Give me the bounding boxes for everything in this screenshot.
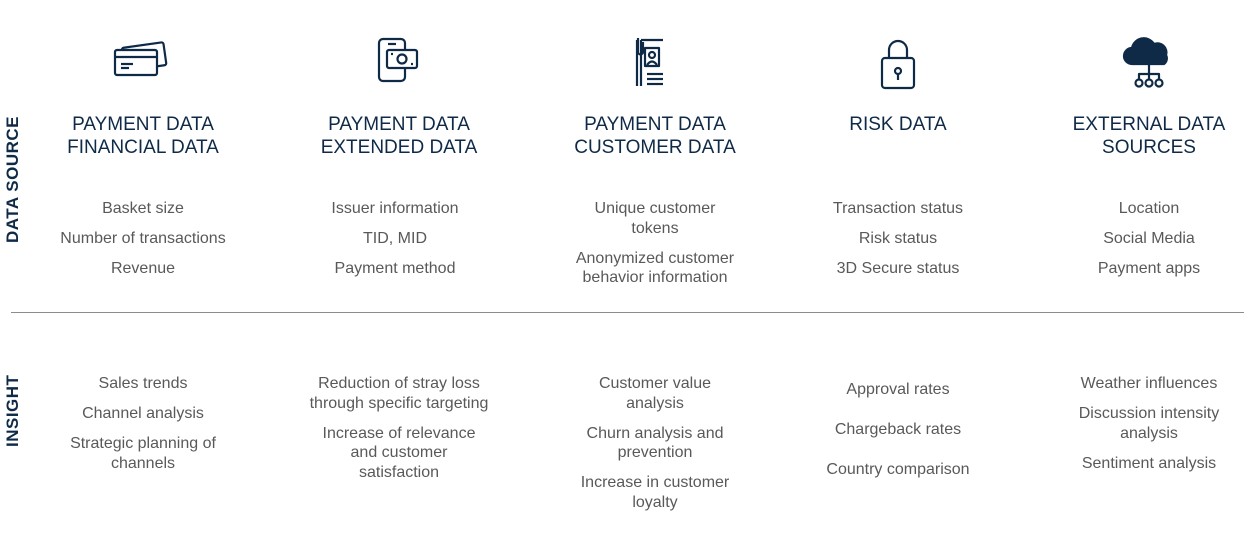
insight-item: Approval rates bbox=[846, 381, 950, 398]
data-item: Number of transactions bbox=[60, 230, 226, 247]
data-item: Basket size bbox=[102, 200, 184, 217]
data-source-list: Transaction status Risk status 3D Secure… bbox=[793, 199, 1003, 289]
column-heading: PAYMENT DATA EXTENDED DATA bbox=[294, 113, 504, 159]
heading-line-1: EXTERNAL DATA bbox=[1072, 114, 1226, 135]
heading-line-2: SOURCES bbox=[1102, 137, 1196, 158]
insight-item: Discussion intensity analysis bbox=[1078, 405, 1220, 442]
data-item: Social Media bbox=[1103, 230, 1195, 247]
data-item: Anonymized customer behavior information bbox=[575, 249, 735, 287]
insight-list: Customer value analysis Churn analysis a… bbox=[550, 374, 760, 523]
heading-line-1: PAYMENT DATA bbox=[584, 114, 726, 135]
data-item: TID, MID bbox=[363, 230, 427, 247]
data-item: 3D Secure status bbox=[836, 260, 960, 277]
insight-item: Increase in customer loyalty bbox=[580, 474, 730, 511]
insight-item: Country comparison bbox=[826, 461, 970, 478]
insight-row-label: INSIGHT bbox=[3, 374, 22, 447]
heading-line-2: EXTENDED DATA bbox=[320, 137, 478, 158]
insight-item: Channel analysis bbox=[82, 405, 204, 422]
insight-item: Sales trends bbox=[98, 375, 188, 392]
insight-list: Approval rates Chargeback rates Country … bbox=[793, 380, 1003, 500]
data-source-row-label: DATA SOURCE bbox=[3, 115, 22, 243]
heading-line-2: CUSTOMER DATA bbox=[574, 137, 736, 158]
data-item: Location bbox=[1118, 200, 1180, 217]
data-item: Transaction status bbox=[832, 200, 964, 217]
insight-list: Sales trends Channel analysis Strategic … bbox=[38, 374, 248, 484]
insight-item: Strategic planning of channels bbox=[70, 435, 216, 472]
data-item: Issuer information bbox=[331, 200, 459, 217]
heading-line-1: PAYMENT DATA bbox=[328, 114, 470, 135]
data-source-list: Issuer information TID, MID Payment meth… bbox=[290, 199, 500, 289]
insight-item: Customer value analysis bbox=[598, 375, 712, 412]
data-item: Risk status bbox=[858, 230, 938, 247]
insight-item: Churn analysis and prevention bbox=[586, 424, 724, 462]
heading-line-1: RISK DATA bbox=[849, 114, 947, 135]
heading-line-2: FINANCIAL DATA bbox=[67, 137, 219, 158]
insight-item: Sentiment analysis bbox=[1081, 454, 1217, 472]
data-item: Unique customer tokens bbox=[594, 200, 716, 237]
cloud-network-icon bbox=[1119, 36, 1179, 92]
heading-line-1: PAYMENT DATA bbox=[72, 114, 214, 135]
column-heading: PAYMENT DATA CUSTOMER DATA bbox=[550, 113, 760, 159]
column-heading: PAYMENT DATA FINANCIAL DATA bbox=[38, 113, 248, 159]
row-divider bbox=[11, 312, 1244, 313]
mobile-payment-icon bbox=[369, 36, 429, 92]
data-source-list: Basket size Number of transactions Reven… bbox=[38, 199, 248, 289]
insight-list: Reduction of stray loss through specific… bbox=[294, 374, 504, 493]
insight-item: Increase of relevance and customer satis… bbox=[322, 424, 476, 481]
column-heading: RISK DATA bbox=[793, 113, 1003, 136]
insight-item: Weather influences bbox=[1080, 375, 1218, 392]
insight-item: Reduction of stray loss through specific… bbox=[309, 375, 489, 412]
data-source-list: Location Social Media Payment apps bbox=[1044, 199, 1254, 289]
data-item: Payment method bbox=[334, 260, 456, 277]
customer-profile-icon bbox=[625, 36, 685, 92]
insight-list: Weather influences Discussion intensity … bbox=[1044, 374, 1254, 484]
credit-card-icon bbox=[113, 36, 173, 92]
data-item: Revenue bbox=[110, 260, 176, 277]
lock-icon bbox=[868, 36, 928, 92]
data-source-list: Unique customer tokens Anonymized custom… bbox=[550, 199, 760, 298]
insight-item: Chargeback rates bbox=[834, 421, 962, 438]
data-item: Payment apps bbox=[1097, 260, 1201, 277]
column-heading: EXTERNAL DATA SOURCES bbox=[1044, 113, 1254, 159]
